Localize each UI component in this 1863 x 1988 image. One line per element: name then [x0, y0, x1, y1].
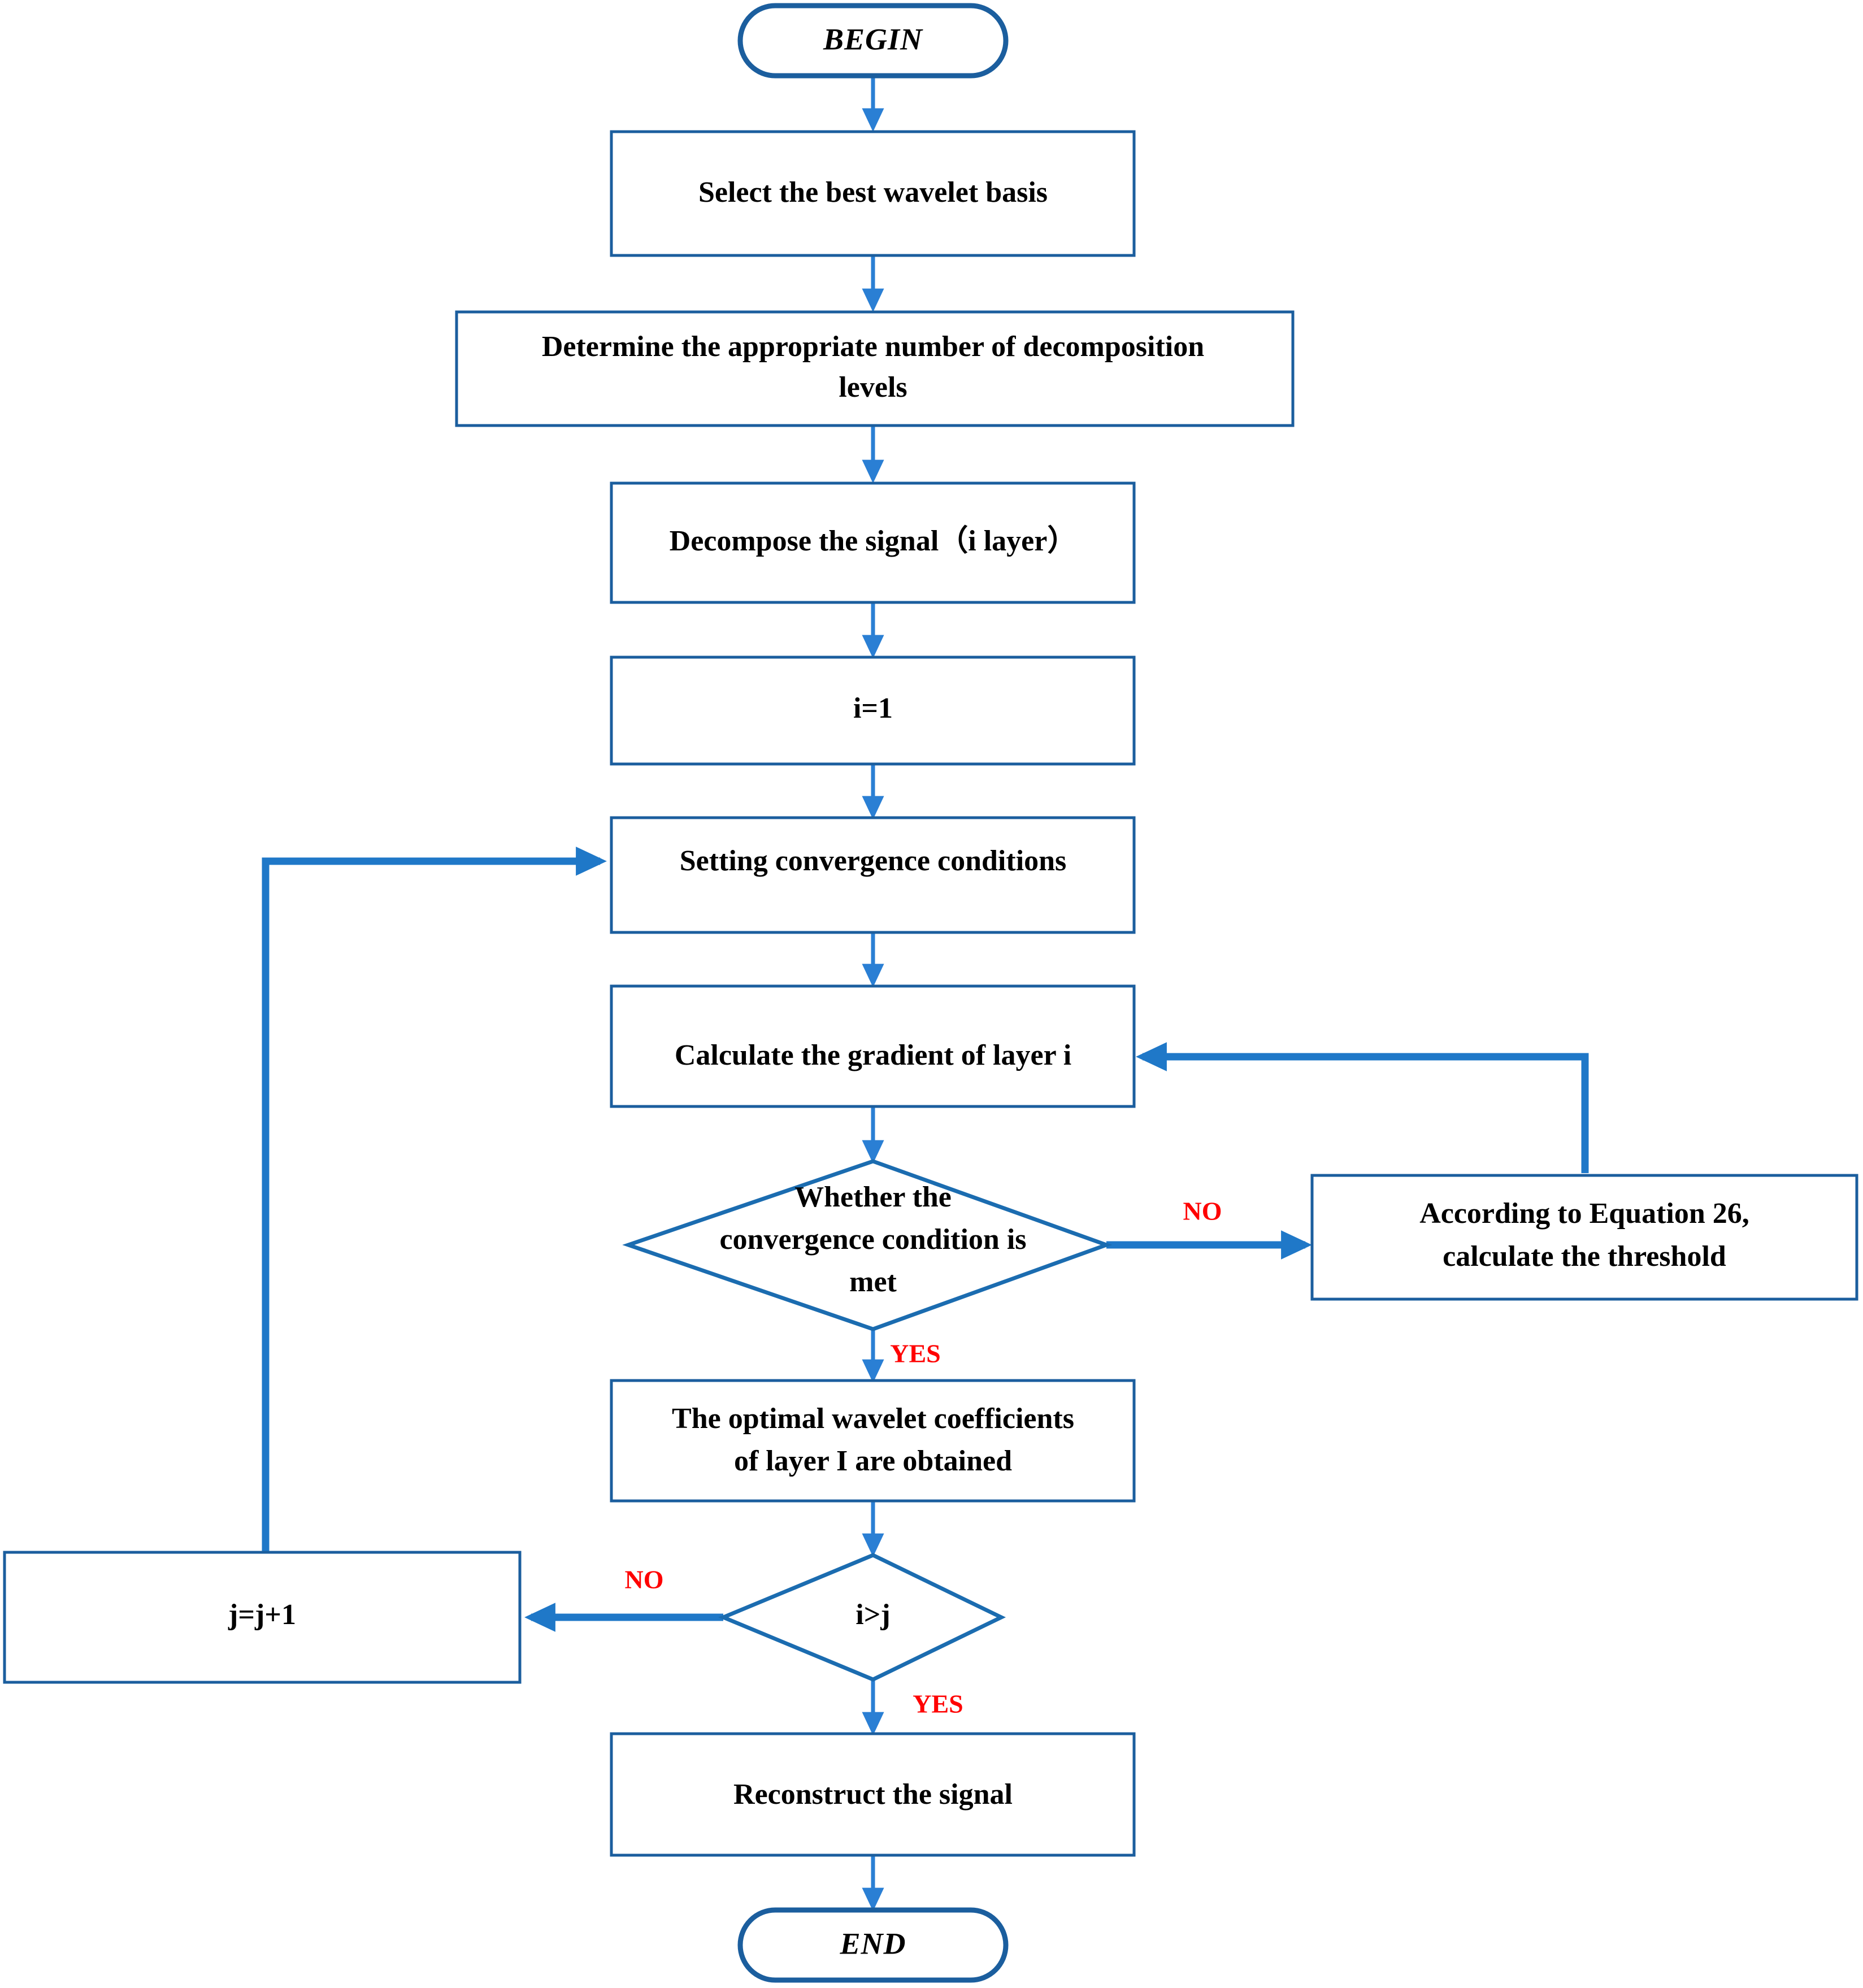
begin-label: BEGIN — [823, 22, 923, 56]
convergence-check-shape — [622, 1159, 1113, 1331]
optimal-coefficients-label-line2: of layer I are obtained — [734, 1445, 1012, 1477]
node-decompose[interactable]: Decompose the signal（i layer） — [610, 481, 1136, 604]
node-equation-threshold[interactable]: According to Equation 26, calculate the … — [1310, 1174, 1858, 1301]
determine-levels-label-line2: levels — [839, 371, 907, 403]
node-select-basis[interactable]: Select the best wavelet basis — [610, 130, 1136, 257]
increment-j-label: j=j+1 — [228, 1599, 296, 1631]
reconstruct-shape — [610, 1732, 1136, 1857]
calc-gradient-label: Calculate the gradient of layer i — [675, 1039, 1071, 1071]
node-end[interactable]: END — [737, 1907, 1009, 1983]
node-convergence-check[interactable]: Whether the convergence condition is met — [622, 1159, 1113, 1331]
compare-ij-shape — [718, 1553, 1006, 1682]
equation-threshold-shape — [1310, 1174, 1858, 1301]
determine-levels-shape — [455, 310, 1295, 427]
init-i-shape — [610, 656, 1136, 766]
setting-convergence-shape — [610, 816, 1136, 934]
setting-convergence-label: Setting convergence conditions — [680, 845, 1067, 877]
determine-levels-label-line1: Determine the appropriate number of deco… — [542, 331, 1204, 363]
branch-label-compare-yes: YES — [913, 1690, 963, 1718]
select-basis-shape — [610, 130, 1136, 257]
decompose-label: Decompose the signal（i layer） — [670, 524, 1077, 557]
convergence-check-label-line1: Whether the — [794, 1181, 952, 1213]
node-init-i[interactable]: i=1 — [610, 656, 1136, 766]
node-begin[interactable]: BEGIN — [737, 3, 1009, 79]
optimal-coefficients-label-line1: The optimal wavelet coefficients — [672, 1403, 1074, 1435]
compare-ij-label: i>j — [855, 1599, 890, 1631]
node-determine-levels[interactable]: Determine the appropriate number of deco… — [455, 310, 1295, 427]
convergence-check-label-line3: met — [849, 1266, 897, 1298]
convergence-check-label-line2: convergence condition is — [719, 1223, 1026, 1256]
decompose-shape — [610, 481, 1136, 604]
connector-equation-feedback-to-gradient — [1136, 1042, 1589, 1173]
begin-shape — [737, 3, 1009, 79]
node-calc-gradient[interactable]: Calculate the gradient of layer i — [610, 984, 1136, 1108]
node-increment-j[interactable]: j=j+1 — [3, 1551, 522, 1684]
end-shape — [737, 1907, 1009, 1983]
node-compare-ij[interactable]: i>j — [718, 1553, 1006, 1682]
select-basis-label: Select the best wavelet basis — [698, 176, 1048, 209]
calc-gradient-shape — [610, 984, 1136, 1108]
branch-label-convergence-no: NO — [1183, 1197, 1222, 1226]
equation-threshold-label-line1: According to Equation 26, — [1419, 1197, 1749, 1230]
equation-threshold-label-line2: calculate the threshold — [1443, 1240, 1726, 1273]
init-i-label: i=1 — [853, 692, 893, 724]
connector-increment-feedback-to-setting — [262, 847, 607, 1552]
optimal-coefficients-shape — [610, 1379, 1136, 1503]
reconstruct-label: Reconstruct the signal — [733, 1778, 1013, 1811]
increment-j-shape — [3, 1551, 522, 1684]
node-setting-convergence[interactable]: Setting convergence conditions — [610, 816, 1136, 934]
end-label: END — [839, 1926, 906, 1960]
node-optimal-coefficients[interactable]: The optimal wavelet coefficients of laye… — [610, 1379, 1136, 1503]
branch-label-compare-no: NO — [625, 1565, 664, 1594]
node-reconstruct[interactable]: Reconstruct the signal — [610, 1732, 1136, 1857]
branch-label-convergence-yes: YES — [890, 1339, 940, 1368]
